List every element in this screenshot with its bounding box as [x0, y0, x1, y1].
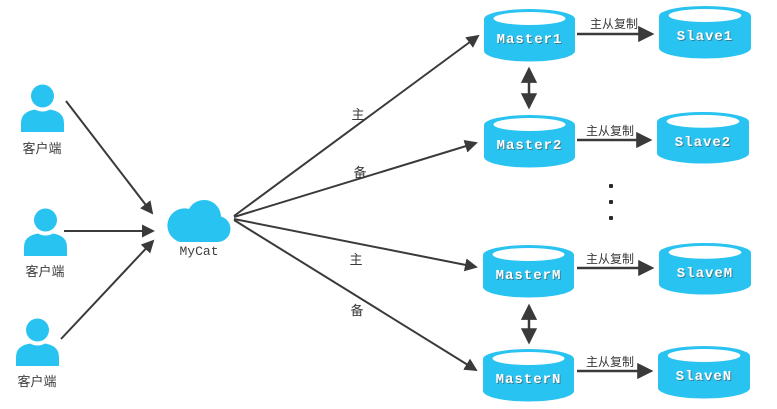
db-master1-label: Master1: [496, 32, 563, 48]
database-cylinder-icon: [657, 111, 749, 164]
edge-mycat-master1: [233, 34, 480, 217]
db-slave2: Slave2: [656, 111, 750, 165]
client-3-label: 客户端: [17, 374, 57, 389]
edge-client3-mycat: [60, 239, 155, 340]
ellipsis-dot: [609, 184, 613, 188]
db-masterm: MasterM: [482, 244, 575, 299]
database-cylinder-icon: [659, 6, 751, 59]
client-1-node: [20, 81, 65, 132]
ellipsis-dot: [609, 216, 613, 220]
edge-client1-mycat: [65, 100, 154, 215]
db-slave1-label: Slave1: [676, 29, 734, 45]
database-cylinder-icon: [483, 349, 574, 402]
db-slavem: SlaveM: [658, 242, 752, 296]
db-slave2-label: Slave2: [674, 135, 732, 151]
route-label-masterm: 主: [349, 252, 363, 267]
route-label-master2: 备: [353, 165, 367, 180]
mycat-gateway-label: MyCat: [179, 244, 219, 259]
person-icon: [24, 205, 67, 256]
edge-mycat-master2: [233, 140, 478, 218]
database-cylinder-icon: [483, 245, 574, 298]
db-slave1: Slave1: [658, 5, 752, 60]
person-icon: [16, 315, 59, 366]
database-cylinder-icon: [484, 115, 575, 168]
db-master1: Master1: [483, 8, 576, 63]
edge-mycat-mastern: [233, 219, 478, 372]
db-slaven-label: SlaveN: [675, 369, 733, 385]
database-cylinder-icon: [659, 242, 751, 295]
db-mastern: MasterN: [482, 348, 575, 403]
database-cylinder-icon: [484, 9, 575, 62]
ellipsis-dots: [609, 184, 613, 220]
mycat-gateway-node: [163, 197, 233, 243]
client-1-label: 客户端: [22, 141, 62, 156]
db-master2: Master2: [483, 114, 576, 169]
route-label-mastern: 备: [350, 303, 364, 318]
db-master2-label: Master2: [496, 138, 563, 154]
client-3-node: [15, 315, 60, 366]
replication-label-1: 主从复制: [589, 17, 639, 31]
db-masterm-label: MasterM: [495, 268, 562, 284]
ellipsis-dot: [609, 200, 613, 204]
replication-label-2: 主从复制: [585, 124, 635, 138]
database-cylinder-icon: [658, 346, 750, 399]
db-slaven: SlaveN: [657, 345, 751, 400]
client-2-label: 客户端: [25, 264, 65, 279]
db-mastern-label: MasterN: [495, 372, 562, 388]
replication-label-m: 主从复制: [585, 252, 635, 266]
cloud-icon: [167, 199, 231, 242]
person-icon: [21, 81, 64, 132]
edge-mycat-masterm: [233, 218, 478, 272]
route-label-master1: 主: [351, 107, 365, 122]
replication-label-n: 主从复制: [585, 355, 635, 369]
client-2-node: [23, 205, 68, 256]
db-slavem-label: SlaveM: [676, 266, 734, 282]
